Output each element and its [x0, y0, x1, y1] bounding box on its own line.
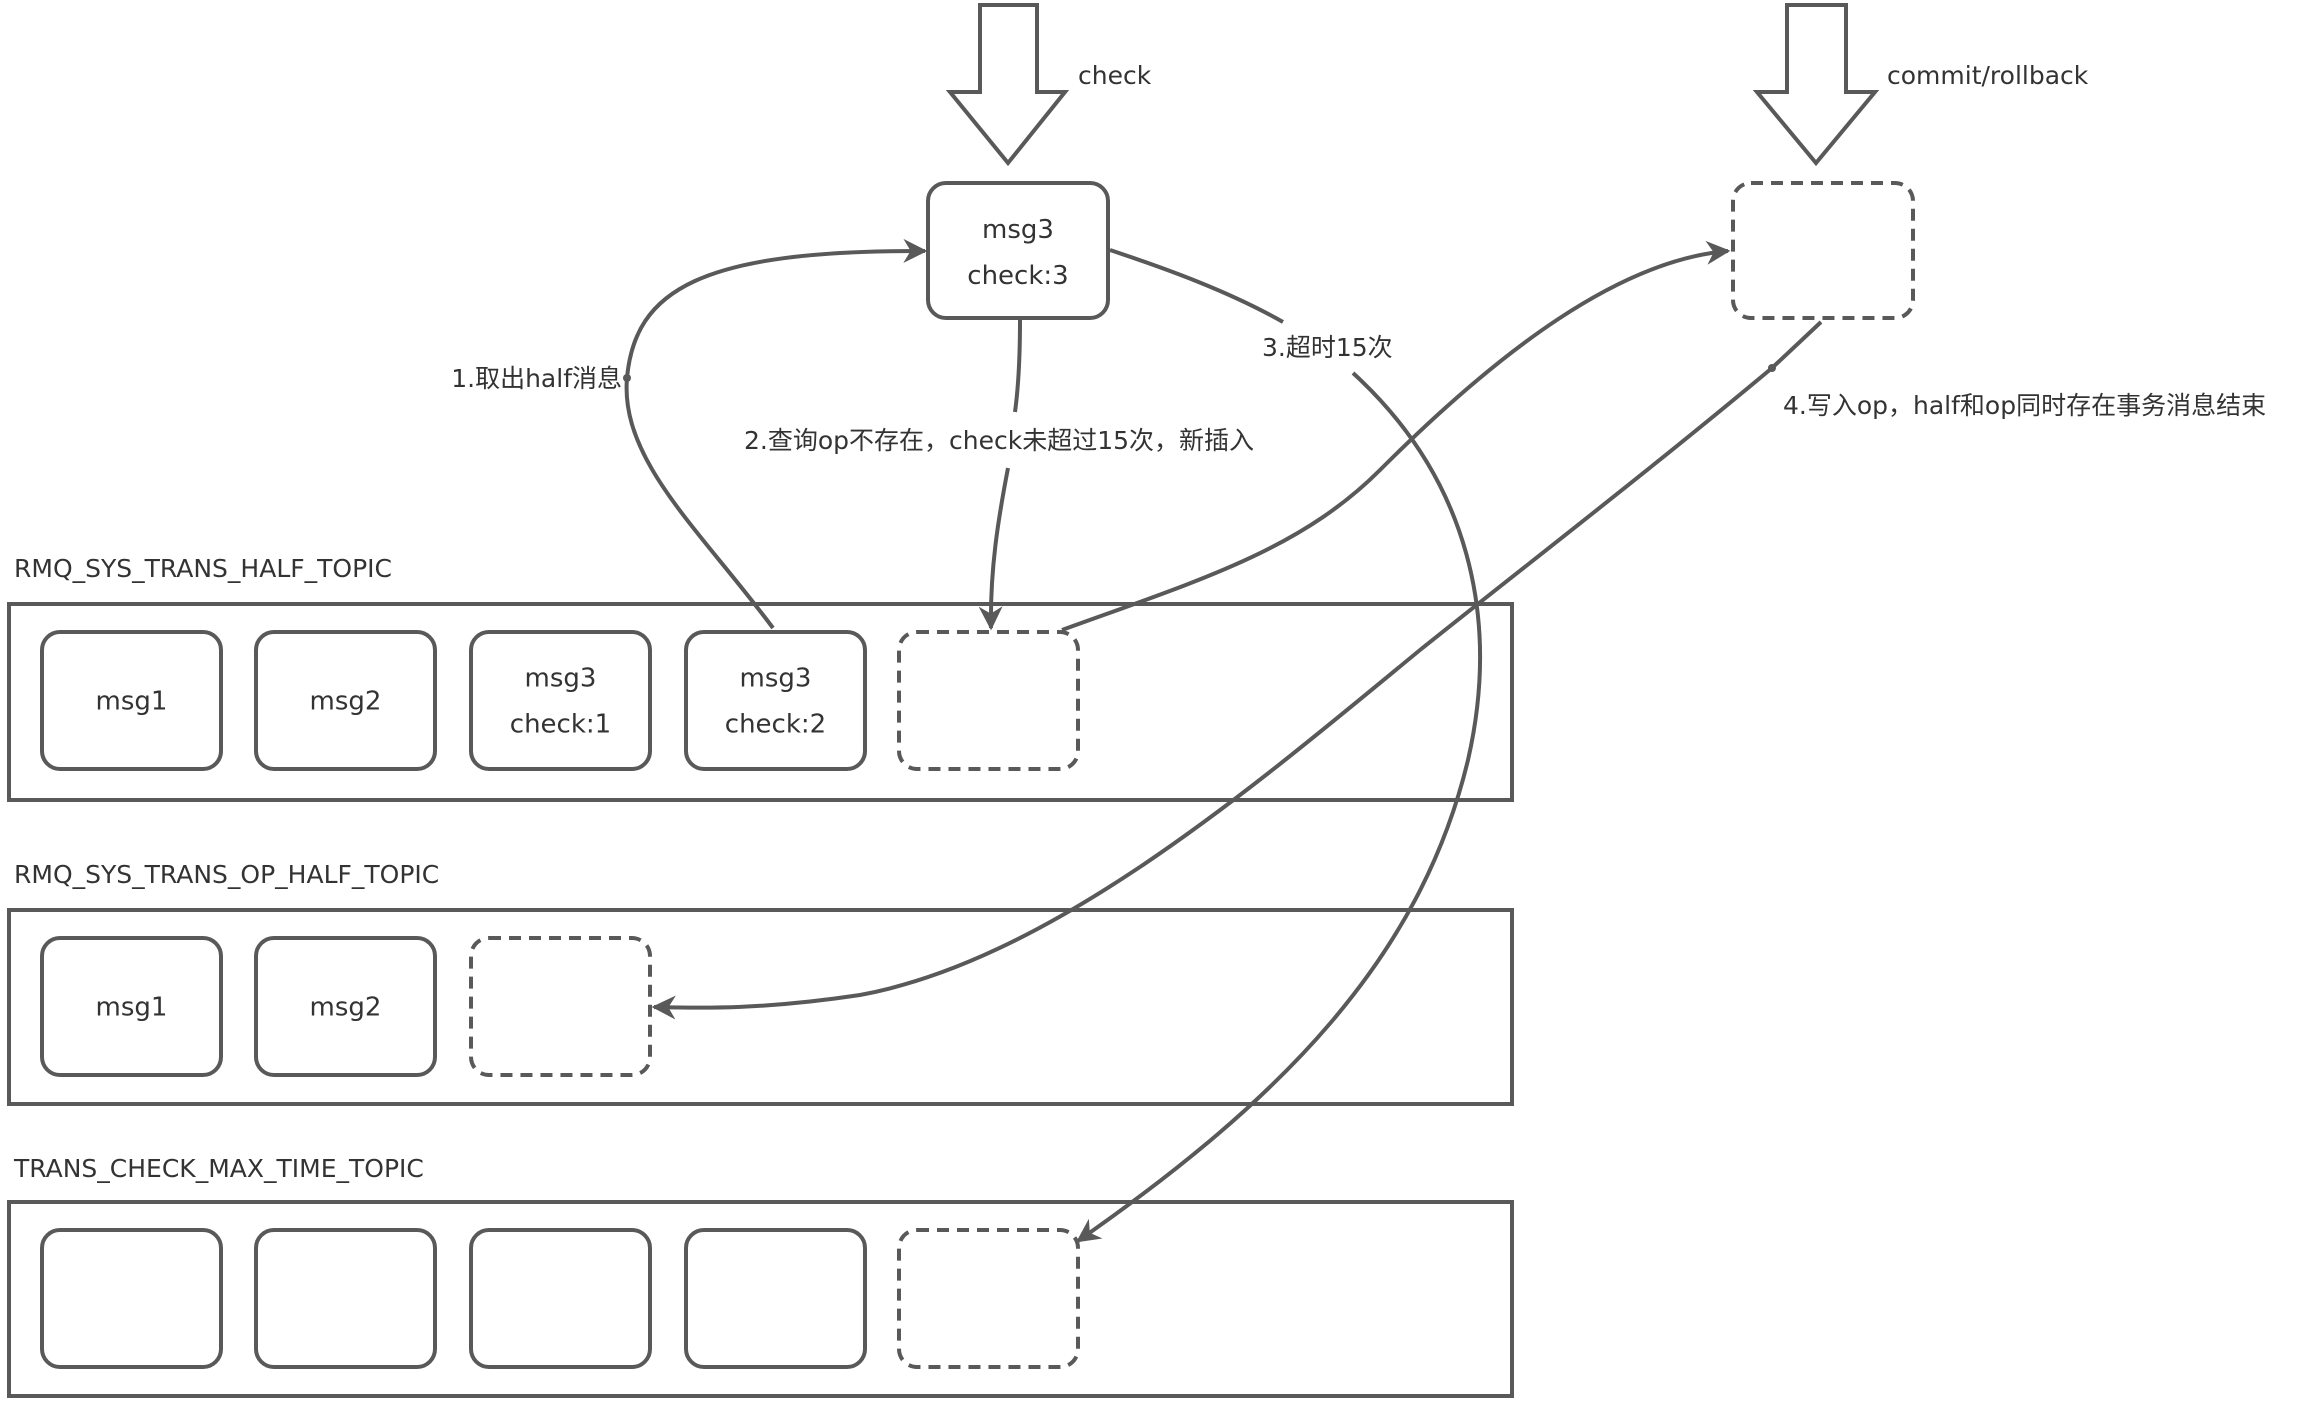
step4-label: 4.写入op，half和op同时存在事务消息结束 — [1783, 391, 2266, 420]
connectors — [623, 238, 1823, 1243]
commit-down-arrow-icon — [1752, 3, 1880, 167]
message-slot-empty — [897, 630, 1080, 771]
step1-waypoint-dot — [623, 374, 631, 382]
message-rect — [684, 1228, 867, 1369]
step2-label: 2.查询op不存在，check未超过15次，新插入 — [744, 426, 1254, 455]
step3-connector-bottom — [1076, 371, 1482, 1243]
step2-connector-bottom — [978, 467, 1010, 631]
message-rect — [897, 630, 1080, 771]
commit-arrow-label: commit/rollback — [1887, 61, 2089, 90]
step3-connector-top — [1109, 248, 1284, 324]
step3-label: 3.超时15次 — [1262, 333, 1393, 362]
message-line1: msg1 — [96, 687, 168, 717]
message-rect — [40, 1228, 223, 1369]
current-message-rect — [926, 181, 1110, 320]
message-rect — [40, 630, 223, 771]
message-box — [684, 1228, 867, 1369]
message-slot-empty — [897, 1228, 1080, 1369]
message-box: msg2 — [254, 936, 437, 1077]
commit-rollback-arrow: commit/rollback — [1752, 3, 2089, 167]
step4-connector — [651, 320, 1823, 1020]
message-rect — [254, 936, 437, 1077]
check-arrow: check — [945, 3, 1152, 167]
message-slot-empty — [469, 936, 652, 1077]
message-box — [40, 1228, 223, 1369]
current-message-line2: check:3 — [967, 261, 1068, 291]
commit-dashed-rect — [1731, 181, 1915, 320]
message-line1: msg2 — [310, 993, 382, 1023]
topic-2: RMQ_SYS_TRANS_OP_HALF_TOPIC msg1 msg2 — [7, 860, 1514, 1106]
message-rect — [469, 936, 652, 1077]
message-line1: msg2 — [310, 687, 382, 717]
message-line2: check:1 — [510, 710, 611, 740]
message-box: msg1 — [40, 936, 223, 1077]
step4-waypoint-dot — [1768, 364, 1776, 372]
message-box: msg3 check:2 — [684, 630, 867, 771]
commit-box — [1731, 181, 1915, 320]
message-rect — [469, 630, 652, 771]
current-message-line1: msg3 — [982, 215, 1054, 245]
message-line2: check:2 — [725, 710, 826, 740]
message-rect — [40, 936, 223, 1077]
check-down-arrow-icon — [945, 3, 1070, 167]
message-line1: msg3 — [740, 664, 812, 694]
half-to-commit-connector — [1061, 240, 1731, 632]
topic-name: RMQ_SYS_TRANS_OP_HALF_TOPIC — [14, 860, 439, 889]
check-arrow-label: check — [1078, 61, 1152, 90]
message-box: msg2 — [254, 630, 437, 771]
message-box — [254, 1228, 437, 1369]
message-line1: msg3 — [525, 664, 597, 694]
message-rect — [254, 630, 437, 771]
step1-label: 1.取出half消息 — [451, 364, 622, 393]
topic-name: TRANS_CHECK_MAX_TIME_TOPIC — [13, 1154, 424, 1183]
message-rect — [469, 1228, 652, 1369]
message-box — [469, 1228, 652, 1369]
topic-3: TRANS_CHECK_MAX_TIME_TOPIC — [7, 1154, 1514, 1398]
message-line1: msg1 — [96, 993, 168, 1023]
message-box: msg3 check:1 — [469, 630, 652, 771]
current-message-box: msg3 check:3 — [926, 181, 1110, 320]
topic-name: RMQ_SYS_TRANS_HALF_TOPIC — [14, 554, 392, 583]
step2-connector-top — [1013, 319, 1022, 413]
message-box: msg1 — [40, 630, 223, 771]
topic-1: RMQ_SYS_TRANS_HALF_TOPIC msg1 msg2 msg3 chec… — [7, 554, 1514, 802]
topics-layer: RMQ_SYS_TRANS_HALF_TOPIC msg1 msg2 msg3 chec… — [7, 554, 1514, 1398]
message-rect — [897, 1228, 1080, 1369]
message-rect — [254, 1228, 437, 1369]
message-rect — [684, 630, 867, 771]
